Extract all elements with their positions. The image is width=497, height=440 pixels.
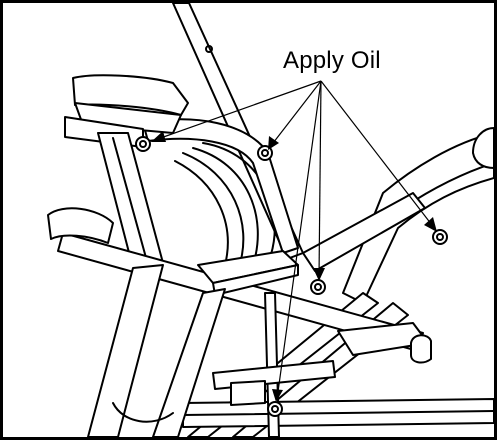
- lower-rod: [264, 292, 280, 437]
- lower-leg-curve: [112, 402, 174, 423]
- flywheel-arc-3: [182, 152, 245, 268]
- lower-leg-left: [87, 264, 164, 437]
- leader-line-4: [318, 80, 322, 279]
- apply-oil-label: Apply Oil: [283, 47, 381, 74]
- pivot-point-4: [310, 279, 326, 295]
- pivot-point-5: [267, 401, 283, 417]
- lower-block: [230, 380, 266, 406]
- flywheel-arc-4: [174, 160, 229, 266]
- diagonal-rail-upper: [302, 192, 426, 272]
- elliptical-machine-drawing: [47, 3, 494, 437]
- flywheel-arc-2: [192, 147, 259, 266]
- right-knob: [472, 127, 494, 169]
- base-frame-line: [182, 410, 494, 416]
- leader-line-2: [269, 80, 322, 148]
- left-pedal-end: [47, 207, 114, 244]
- leader-line-5: [276, 80, 322, 400]
- console-top: [72, 74, 189, 116]
- lower-leg-right: [152, 288, 226, 437]
- pivot-point-3: [432, 229, 448, 245]
- right-pedal-cap: [410, 334, 432, 364]
- pivot-point-1: [135, 136, 151, 152]
- leader-line-3: [320, 80, 436, 230]
- main-upright-edge: [112, 137, 149, 266]
- upright-hole: [205, 45, 213, 53]
- leader-lines: [151, 80, 437, 402]
- leader-line-1: [154, 80, 322, 141]
- right-curved-frame: [342, 132, 494, 304]
